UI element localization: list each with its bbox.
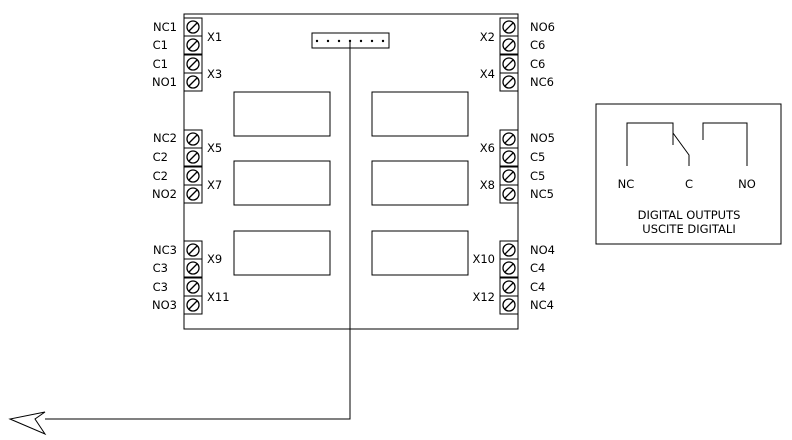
- connector-label-x7: X7: [207, 178, 222, 192]
- terminal-label-c4b: C4: [530, 280, 545, 294]
- legend-nc-contact: [626, 122, 674, 166]
- terminal-label-c5a: C5: [530, 150, 545, 164]
- terminal-screw-right-12: [499, 295, 519, 315]
- terminal-label-nc2: NC2: [153, 131, 177, 145]
- terminal-screw-right-4: [499, 72, 519, 92]
- terminal-screw-left-1: [183, 17, 203, 37]
- legend-c-label: C: [685, 177, 693, 191]
- connector-label-x5: X5: [207, 141, 222, 155]
- terminal-screw-right-1: [499, 17, 519, 37]
- terminal-label-no5: NO5: [530, 131, 555, 145]
- terminal-screw-left-6: [183, 147, 203, 167]
- legend-c-contact: [672, 132, 690, 166]
- relay-5: [371, 160, 469, 206]
- connector-label-x8: X8: [480, 178, 495, 192]
- terminal-screw-right-3: [499, 54, 519, 74]
- relay-1: [233, 91, 331, 137]
- legend-title-line2: USCITE DIGITALI: [642, 222, 735, 236]
- terminal-label-no1: NO1: [152, 75, 177, 89]
- terminal-screw-left-4: [183, 72, 203, 92]
- connector-label-x9: X9: [207, 252, 222, 266]
- terminal-screw-left-5: [183, 129, 203, 149]
- terminal-screw-left-8: [183, 184, 203, 204]
- terminal-label-nc1: NC1: [153, 20, 177, 34]
- terminal-screw-right-5: [499, 129, 519, 149]
- header-pins: [315, 39, 385, 43]
- terminal-screw-left-9: [183, 240, 203, 260]
- terminal-label-c5b: C5: [530, 169, 545, 183]
- legend-box: NC C NO DIGITAL OUTPUTS USCITE DIGITALI: [595, 103, 782, 245]
- terminal-label-nc3: NC3: [153, 243, 177, 257]
- terminal-label-no3: NO3: [152, 298, 177, 312]
- terminal-label-no2: NO2: [152, 187, 177, 201]
- terminal-label-c2b: C2: [153, 169, 168, 183]
- relay-6: [371, 91, 469, 137]
- legend-no-label: NO: [738, 177, 756, 191]
- terminal-label-c6a: C6: [530, 38, 545, 52]
- terminal-label-nc4: NC4: [530, 298, 554, 312]
- terminal-screw-right-11: [499, 277, 519, 297]
- connector-label-x11: X11: [207, 290, 230, 304]
- cable-line: [45, 41, 351, 420]
- terminal-label-c1b: C1: [153, 57, 168, 71]
- terminal-label-c4a: C4: [530, 261, 545, 275]
- right-terminal-block: [499, 17, 519, 315]
- legend-nc-label: NC: [618, 177, 635, 191]
- terminal-screw-left-3: [183, 54, 203, 74]
- terminal-screw-left-11: [183, 277, 203, 297]
- terminal-label-c3b: C3: [153, 280, 168, 294]
- connector-label-x10: X10: [472, 252, 495, 266]
- terminal-label-c2a: C2: [153, 150, 168, 164]
- connector-label-x2: X2: [480, 30, 495, 44]
- connector-label-x3: X3: [207, 67, 222, 81]
- relay-2: [233, 160, 331, 206]
- terminal-screw-left-10: [183, 258, 203, 278]
- terminal-label-no4: NO4: [530, 243, 555, 257]
- connector-label-x12: X12: [472, 290, 495, 304]
- terminal-screw-right-7: [499, 166, 519, 186]
- terminal-screw-left-2: [183, 35, 203, 55]
- terminal-screw-left-7: [183, 166, 203, 186]
- terminal-label-nc5: NC5: [530, 187, 554, 201]
- terminal-screw-right-8: [499, 184, 519, 204]
- legend-no-contact: [702, 122, 748, 166]
- terminal-label-c6b: C6: [530, 57, 545, 71]
- legend-title-line1: DIGITAL OUTPUTS: [638, 208, 741, 222]
- relay-3: [233, 230, 331, 276]
- terminal-label-c3a: C3: [153, 261, 168, 275]
- terminal-screw-right-9: [499, 240, 519, 260]
- connector-label-x4: X4: [480, 67, 495, 81]
- terminal-screw-right-6: [499, 147, 519, 167]
- cable-arrow: [8, 411, 47, 436]
- terminal-screw-right-10: [499, 258, 519, 278]
- terminal-screw-right-2: [499, 35, 519, 55]
- terminal-label-no6: NO6: [530, 20, 555, 34]
- terminal-label-nc6: NC6: [530, 75, 554, 89]
- left-terminal-block: [183, 17, 203, 315]
- relay-4: [371, 230, 469, 276]
- terminal-screw-left-12: [183, 295, 203, 315]
- connector-label-x1: X1: [207, 30, 222, 44]
- terminal-label-c1a: C1: [153, 38, 168, 52]
- connector-label-x6: X6: [480, 141, 495, 155]
